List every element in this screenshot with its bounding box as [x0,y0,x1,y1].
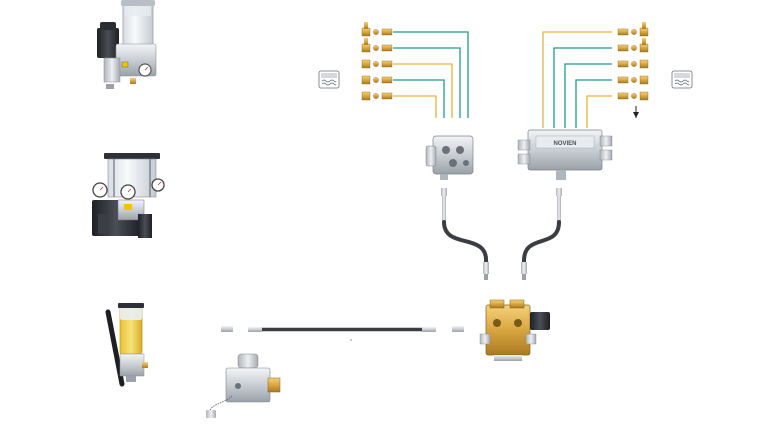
lube-point-fitting-icon [617,38,649,53]
flow-arrow-icon [633,106,639,118]
lube-point-fittings-left [361,22,393,101]
lube-point-fitting-icon [361,59,393,69]
multi-gauge-pump-icon [92,153,165,238]
distributor-brand-label: NOVIEN [553,141,576,147]
bearing-symbol-icon [318,70,340,89]
lube-point-fitting-icon [617,91,649,101]
marker-dot [350,339,352,341]
manual-lever-pump-icon [105,303,148,387]
lube-point-fitting-icon [361,75,393,85]
distributor-block-icon [425,135,474,180]
lube-point-fitting-icon [361,22,393,37]
lube-point-fitting-icon [361,91,393,101]
check-valve-icon [206,353,281,418]
flexible-hose-icon [521,188,562,280]
lube-point-group-right [542,31,612,128]
progressive-distributor-icon: NOVIEN [517,129,613,180]
lube-point-fitting-icon [617,59,649,69]
lube-point-fitting-icon [361,38,393,53]
lube-point-fitting-icon [617,22,649,37]
motor-pump-unit-icon [97,0,157,89]
bearing-symbol-icon [671,70,693,89]
lube-point-fittings-right [617,22,649,101]
dual-line-valve-icon [479,299,550,361]
lube-point-fitting-icon [617,75,649,85]
lube-point-group-left [393,31,469,118]
flexible-hose-icon [441,188,489,280]
flexible-hose-icon [221,326,464,332]
